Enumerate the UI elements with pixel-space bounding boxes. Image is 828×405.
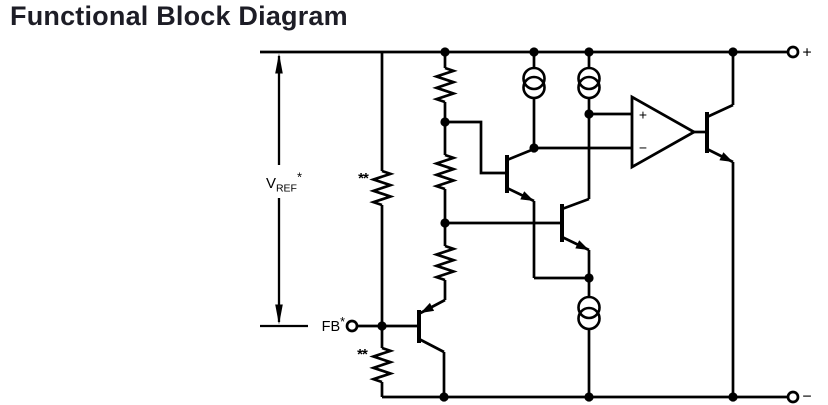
divider-chain [432,52,458,300]
minus-terminal: − [786,389,812,405]
transistor-q1 [445,120,536,278]
junction-dot [377,321,387,331]
q2-emitter [561,235,591,278]
q3-emitter-arrow [719,152,733,162]
opamp-triangle [630,94,697,170]
q3-collector [706,52,735,119]
minus-terminal-circle [786,390,800,404]
cs1-circle-bottom [522,75,546,100]
vref-arrow-up [275,53,283,74]
junction-dot [584,392,594,402]
transistor-q2 [445,114,591,278]
q1-collector [506,147,535,162]
rails [260,50,788,399]
current-source-3 [577,278,601,397]
q4-emitter-arrow [420,302,435,313]
junction-dot [529,47,539,57]
vref-arrow-down [275,304,283,325]
junction-dot [439,392,449,402]
transistor-q4 [417,298,446,397]
junction-dot [440,47,450,57]
q2-emitter-arrow [575,240,589,250]
resistor-r2-zigzag [369,346,395,384]
resistor-r4-zigzag [432,153,458,191]
vref-label: VREF* [266,170,302,195]
fb-label: FB* [322,315,346,335]
q2-collector [561,114,591,211]
junction-dot [584,273,594,283]
junction-dot [440,218,450,228]
cs3-circle-top [577,295,601,320]
cs1-circle-top [522,66,546,91]
resistor-marker-bottom-label: ** [357,346,368,363]
minus-terminal-label: − [802,389,811,405]
junction-dots [377,47,738,402]
resistor-r5-zigzag [432,244,458,282]
current-source-1 [522,52,546,148]
q4-collector [418,337,446,397]
junction-dot [584,109,594,119]
cs3-circle-bottom [577,306,601,331]
q1-emitter-arrow [520,191,534,201]
page-title: Functional Block Diagram [10,1,348,31]
vref-dimension: VREF* [260,53,308,328]
resistor-r1-zigzag [369,169,395,207]
junction-dot [529,143,539,153]
junction-dot [440,117,450,127]
opamp-plus-label: + [639,107,647,123]
current-source-2 [577,52,601,114]
cs2-circle-bottom [577,75,601,100]
plus-terminal-circle [786,45,800,59]
junction-dot [584,47,594,57]
junction-dot [728,392,738,402]
q1-base-wire [445,120,505,175]
transistor-q3 [705,52,735,397]
plus-terminal-label: + [802,45,811,62]
opamp: + − [534,94,705,170]
left-feedback-branch: ** ** FB* [322,52,417,397]
fb-terminal-circle [345,319,359,333]
resistor-r3-zigzag [432,66,458,104]
q1-emitter [506,186,536,278]
q3-emitter [706,147,735,397]
plus-terminal: + [786,45,812,62]
junction-dot [728,47,738,57]
opamp-minus-label: − [639,140,647,156]
resistor-marker-top-label: ** [358,170,369,187]
cs2-circle-top [577,66,601,91]
